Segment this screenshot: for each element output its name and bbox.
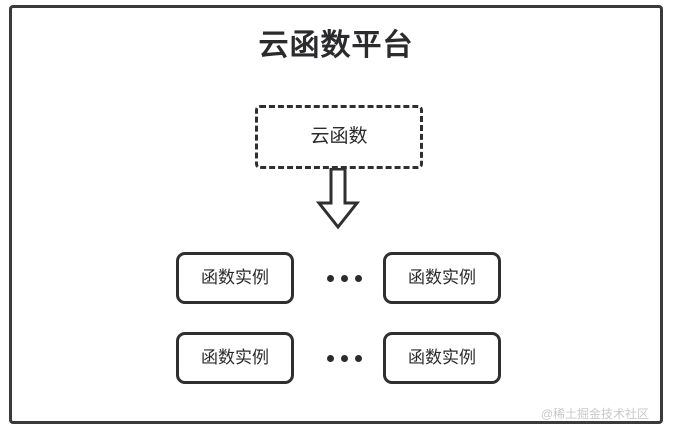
function-instance-label: 函数实例 (201, 268, 269, 287)
cloud-function-label: 云函数 (310, 126, 368, 147)
function-instance-label: 函数实例 (408, 348, 476, 367)
function-instance-box: 函数实例 (176, 332, 294, 384)
page-title: 云函数平台 (258, 29, 414, 62)
instance-row: 函数实例 函数实例 (9, 332, 663, 384)
function-instance-box: 函数实例 (383, 252, 501, 304)
dot-icon (340, 274, 348, 282)
block-arrow-down-icon (316, 168, 360, 230)
instance-rows: 函数实例 函数实例 函数实例 函数实例 (9, 252, 663, 412)
dot-icon (326, 274, 334, 282)
dot-icon (354, 274, 362, 282)
function-instance-label: 函数实例 (201, 348, 269, 367)
function-instance-label: 函数实例 (408, 268, 476, 287)
watermark: @稀土掘金技术社区 (540, 407, 649, 421)
ellipsis-indicator (314, 332, 374, 384)
ellipsis-indicator (314, 252, 374, 304)
dot-icon (340, 354, 348, 362)
cloud-function-node: 云函数 (255, 105, 423, 169)
dot-icon (326, 354, 334, 362)
dot-icon (354, 354, 362, 362)
function-instance-box: 函数实例 (176, 252, 294, 304)
function-instance-box: 函数实例 (383, 332, 501, 384)
instance-row: 函数实例 函数实例 (9, 252, 663, 304)
